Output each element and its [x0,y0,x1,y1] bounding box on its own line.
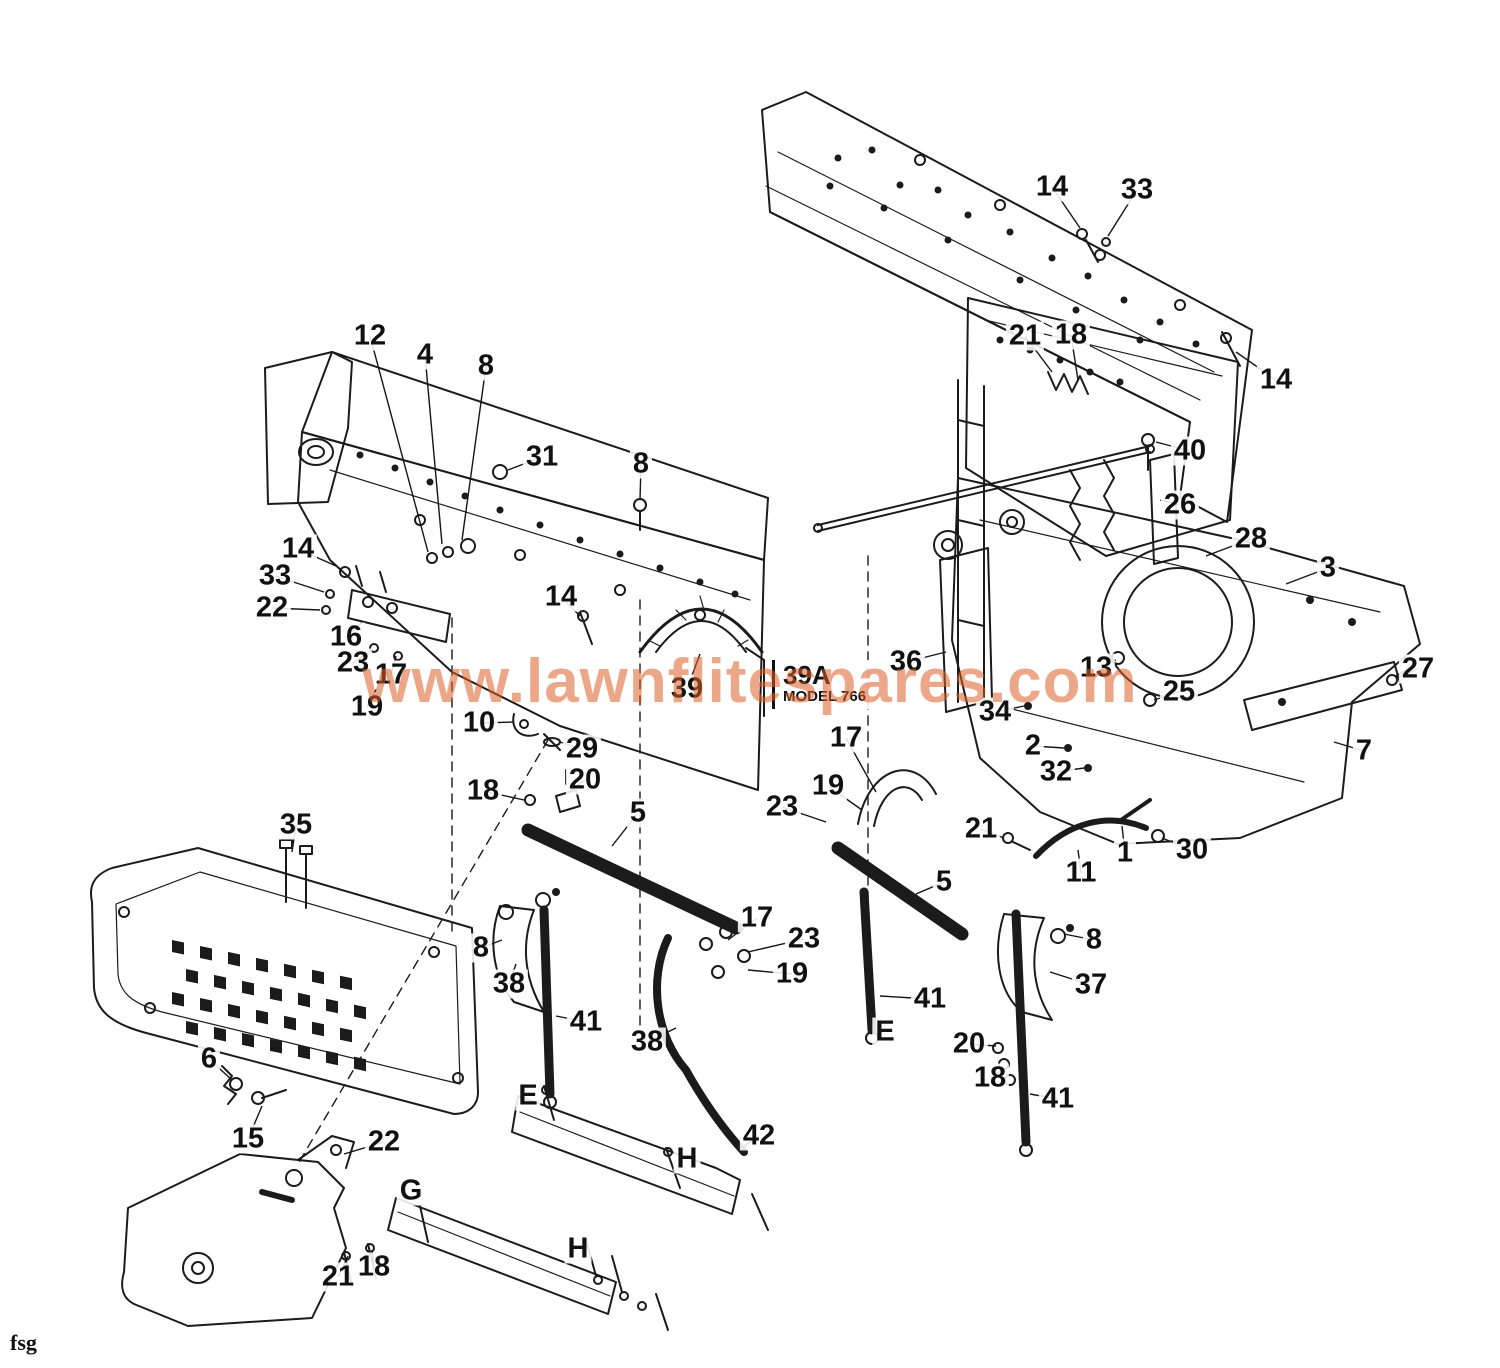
model-name-text: MODEL 766 [783,688,867,706]
callout-leader-lines [208,186,1419,1278]
model-code-text: 39A [783,660,831,690]
model-label: 39A MODEL 766 [772,660,873,709]
corner-text: fsg [10,1330,37,1355]
